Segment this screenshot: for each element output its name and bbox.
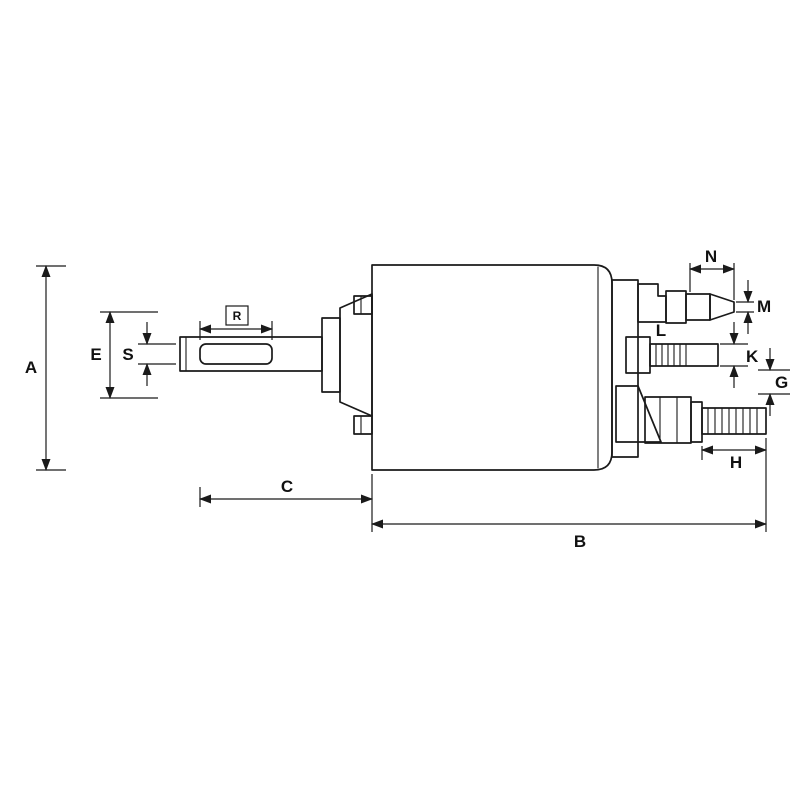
dimension-L: L (656, 321, 666, 340)
dim-label-h: H (730, 453, 742, 472)
dim-label-k: K (746, 347, 759, 366)
dimension-R: R (199, 305, 273, 340)
bolt-hex-facets (659, 396, 678, 444)
dimension-C: C (199, 477, 373, 507)
dim-label-s: S (122, 345, 133, 364)
top-stud-collar (665, 290, 687, 324)
drive-collar (321, 317, 341, 393)
dim-label-c: C (281, 477, 293, 496)
dimension-G: G (758, 348, 790, 416)
dim-label-r-box (225, 305, 249, 326)
dimension-N: N (689, 247, 735, 300)
dimension-A: A (25, 265, 66, 471)
bolt-threads (707, 407, 758, 435)
dim-label-e: E (90, 345, 101, 364)
bolt-washer (690, 401, 703, 443)
solenoid-can (371, 264, 613, 471)
bolt-shaft (701, 407, 767, 435)
lower-bracket (615, 385, 662, 443)
dimension-H: H (701, 445, 767, 472)
dim-label-m: M (757, 297, 771, 316)
dimension-M: M (736, 280, 771, 334)
dimension-S: S (122, 322, 176, 386)
dim-label-b: B (574, 532, 586, 551)
dim-label-g: G (775, 373, 788, 392)
dim-label-r: R (233, 309, 242, 323)
top-stud-cone-tip (709, 293, 735, 321)
end-cap (611, 279, 639, 458)
stud-threads (655, 343, 687, 367)
dim-label-a: A (25, 358, 37, 377)
body-tab-top (353, 295, 373, 315)
solenoid-outline (179, 264, 767, 471)
dimension-K: K (720, 322, 759, 388)
terminal-housing (637, 283, 667, 323)
top-stud-body (685, 293, 711, 321)
dim-label-l: L (656, 321, 666, 340)
dimension-B: B (371, 438, 767, 551)
dim-label-n: N (705, 247, 717, 266)
dimension-E: E (90, 311, 158, 399)
plunger-shaft (179, 336, 323, 372)
drive-flare (339, 293, 373, 417)
plunger-slot (199, 343, 273, 365)
threaded-stud (649, 343, 719, 367)
body-tab-bottom (353, 415, 373, 435)
